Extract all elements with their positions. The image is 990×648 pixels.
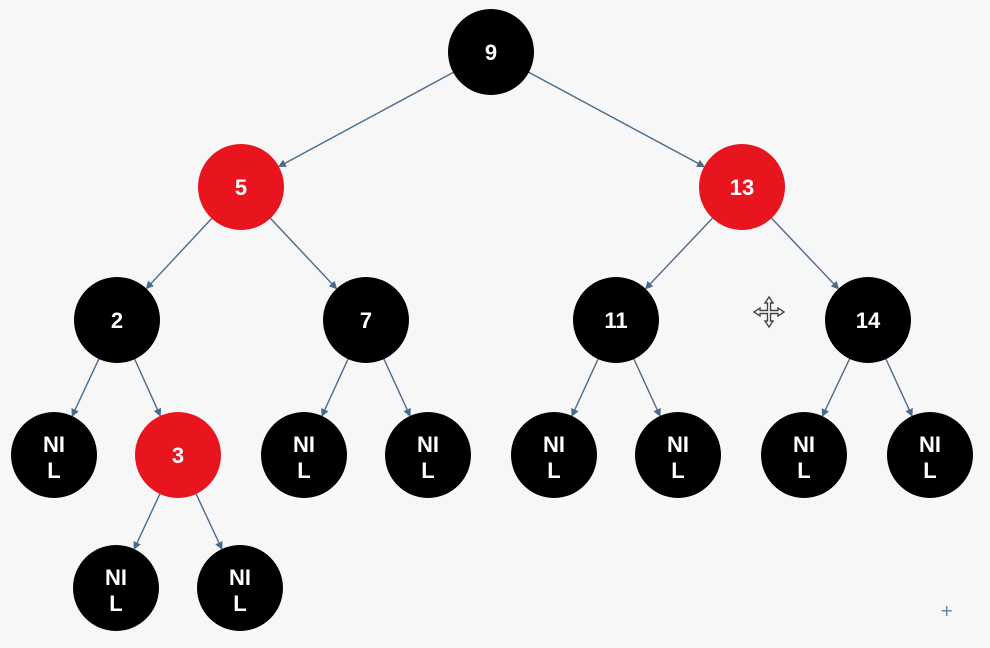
tree-node: 5 — [198, 144, 284, 230]
red-node-circle — [135, 412, 221, 498]
edge-n9-n5 — [277, 70, 456, 168]
edge-n14-nil14L — [821, 356, 852, 418]
edge-n14-nil14R — [884, 356, 913, 417]
red-node-circle — [198, 144, 284, 230]
node-label: 5 — [235, 175, 247, 200]
node-label: 11 — [604, 308, 627, 333]
tree-node: 2 — [74, 277, 160, 363]
black-node-circle — [573, 277, 659, 363]
tree-node: 7 — [323, 277, 409, 363]
black-node-circle — [73, 545, 159, 631]
black-node-circle — [323, 277, 409, 363]
black-node-circle — [261, 412, 347, 498]
black-node-circle — [635, 412, 721, 498]
red-node-circle — [699, 144, 785, 230]
tree-node: 3 — [135, 412, 221, 498]
edge-n9-n13 — [526, 70, 706, 168]
edge-n5-n7 — [268, 216, 338, 290]
node-label: 9 — [485, 40, 497, 65]
node-label: 3 — [172, 443, 184, 468]
plus-icon: + — [940, 601, 953, 620]
node-label: 14 — [856, 308, 881, 333]
edge-n2-n3 — [133, 357, 162, 417]
black-node-circle — [197, 545, 283, 631]
edge-n11-nil11L — [571, 356, 600, 417]
black-node-circle — [511, 412, 597, 498]
edge-n3-nil3L — [133, 491, 162, 550]
black-node-circle — [11, 412, 97, 498]
black-node-circle — [385, 412, 471, 498]
edge-n11-nil11R — [632, 356, 661, 417]
tree-node: 14 — [825, 277, 911, 363]
black-node-circle — [74, 277, 160, 363]
tree-node: 9 — [448, 9, 534, 95]
edge-n3-nil3R — [194, 491, 223, 550]
black-node-circle — [887, 412, 973, 498]
black-node-circle — [761, 412, 847, 498]
tree-node: 13 — [699, 144, 785, 230]
edge-n5-n2 — [145, 216, 214, 290]
black-node-circle — [825, 277, 911, 363]
move-cursor-icon — [752, 295, 786, 329]
tree-node: 11 — [573, 277, 659, 363]
edge-n7-nil7L — [321, 356, 350, 417]
black-node-circle — [448, 9, 534, 95]
edge-n13-n11 — [644, 216, 715, 290]
edges — [71, 70, 913, 550]
node-label: 13 — [730, 175, 754, 200]
edge-n7-nil7R — [382, 356, 411, 417]
edge-n13-n14 — [769, 216, 840, 290]
node-label: 2 — [111, 308, 123, 333]
edge-n2-nil2L — [71, 356, 101, 417]
node-label: 7 — [360, 308, 372, 333]
